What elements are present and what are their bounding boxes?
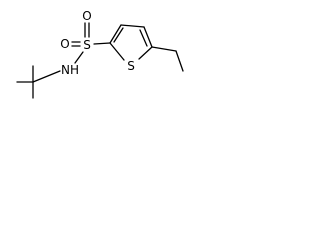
- bond-sulfur-to-ring: [93, 42, 111, 45]
- bond-ring-c5-sulfur: [138, 46, 153, 60]
- sulfonamide-group: [71, 22, 111, 64]
- bond-ring-c4-c5: [143, 26, 153, 48]
- atom-label-sulfonyl-sulfur: S: [83, 38, 91, 52]
- atom-label-ring-sulfur: S: [127, 59, 135, 73]
- bond-ring-sulfur-c2: [109, 42, 125, 61]
- chemical-structure-diagram: S O O NH S: [16, 9, 184, 99]
- bond-tbu-to-nitrogen: [32, 70, 61, 83]
- ethyl-group: [151, 46, 184, 72]
- bond-ethyl-methyl: [175, 50, 184, 72]
- thiophene-ring: [109, 24, 153, 61]
- bond-ring-to-ethyl: [151, 46, 177, 52]
- bond-ring-c2-c3-inner: [113, 27, 124, 43]
- atom-label-oxygen-left: O: [60, 37, 69, 51]
- atom-label-nitrogen: NH: [61, 63, 79, 77]
- atom-label-oxygen-top: O: [82, 9, 91, 23]
- bond-ring-c4-c5-inner: [139, 29, 148, 47]
- tert-butyl-group: [16, 65, 61, 99]
- bond-ring-c3-c4: [120, 24, 145, 28]
- bond-nitrogen-sulfur: [74, 51, 84, 64]
- bond-ring-c2-c3: [109, 24, 122, 44]
